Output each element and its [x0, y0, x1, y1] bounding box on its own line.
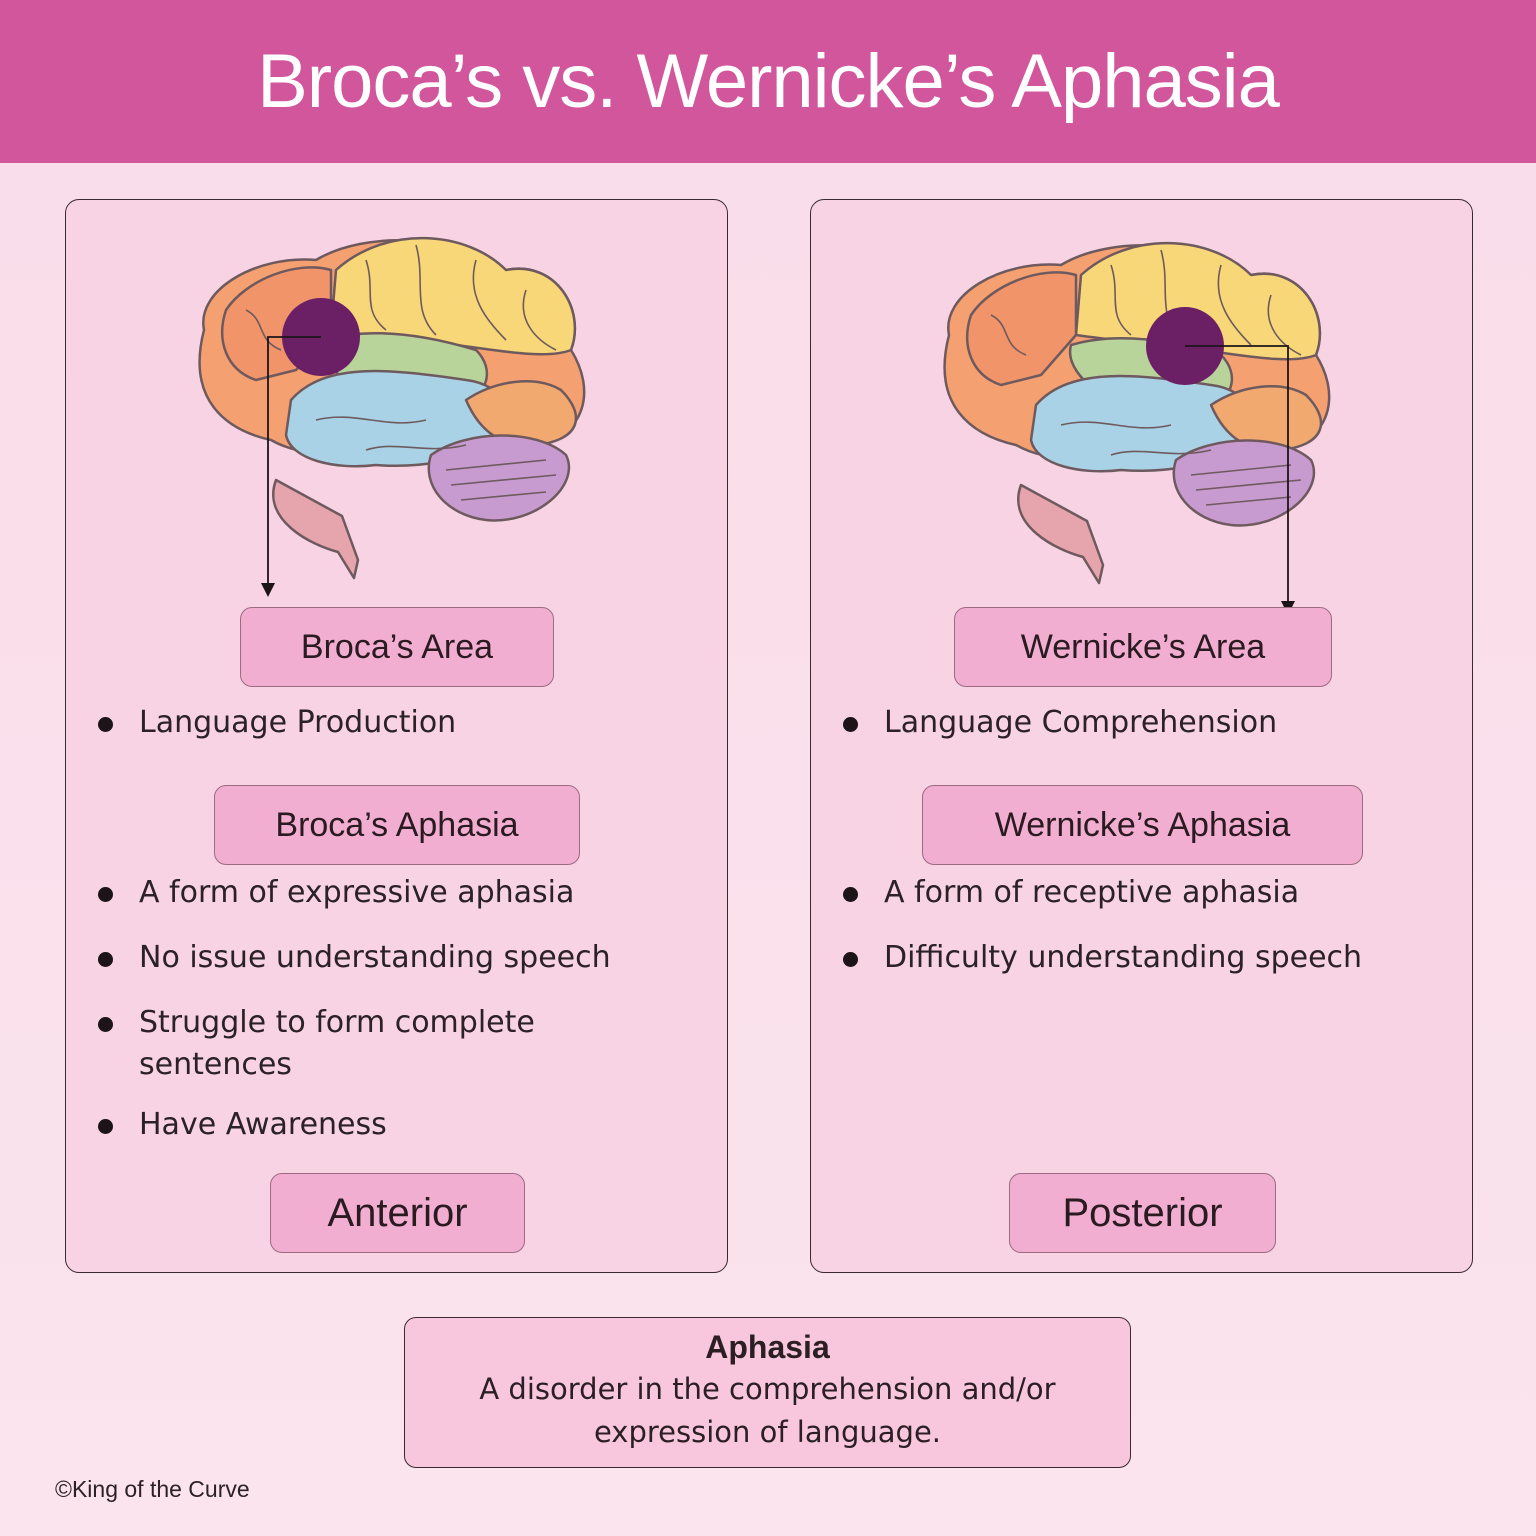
bullet-icon — [843, 952, 858, 967]
broca-area-label: Broca’s Area — [240, 607, 554, 687]
wernicke-panel: Wernicke’s Area Language Comprehension W… — [810, 199, 1473, 1273]
broca-aphasia-label: Broca’s Aphasia — [214, 785, 580, 865]
aphasia-definition-box: Aphasia A disorder in the comprehension … — [404, 1317, 1131, 1468]
list-item: Language Production — [94, 702, 694, 744]
bullet-icon — [843, 717, 858, 732]
brain-illustration-broca — [198, 236, 586, 597]
list-item: Difficulty understanding speech — [839, 937, 1439, 979]
brain-illustration-wernicke — [943, 241, 1331, 615]
list-item: Have Awareness — [94, 1104, 694, 1146]
broca-panel: Broca’s Area Language Production Broca’s… — [65, 199, 728, 1273]
bullet-icon — [843, 887, 858, 902]
anterior-label: Anterior — [270, 1173, 525, 1253]
list-item: A form of receptive aphasia — [839, 872, 1439, 914]
wernicke-aphasia-label: Wernicke’s Aphasia — [922, 785, 1363, 865]
copyright-text: ©King of the Curve — [55, 1476, 250, 1502]
bullet-icon — [98, 887, 113, 902]
title-banner: Broca’s vs. Wernicke’s Aphasia — [0, 0, 1536, 163]
bullet-icon — [98, 1119, 113, 1134]
wernicke-area-label: Wernicke’s Area — [954, 607, 1332, 687]
list-item: A form of expressive aphasia — [94, 872, 694, 914]
list-item: Struggle to form complete sentences — [94, 1002, 594, 1086]
bullet-icon — [98, 952, 113, 967]
posterior-label: Posterior — [1009, 1173, 1276, 1253]
bullet-icon — [98, 717, 113, 732]
bullet-icon — [98, 1017, 113, 1032]
page-title: Broca’s vs. Wernicke’s Aphasia — [257, 39, 1280, 124]
definition-text: A disorder in the comprehension and/or e… — [479, 1372, 1056, 1449]
list-item: No issue understanding speech — [94, 937, 694, 979]
definition-term: Aphasia — [705, 1329, 830, 1365]
list-item: Language Comprehension — [839, 702, 1439, 744]
